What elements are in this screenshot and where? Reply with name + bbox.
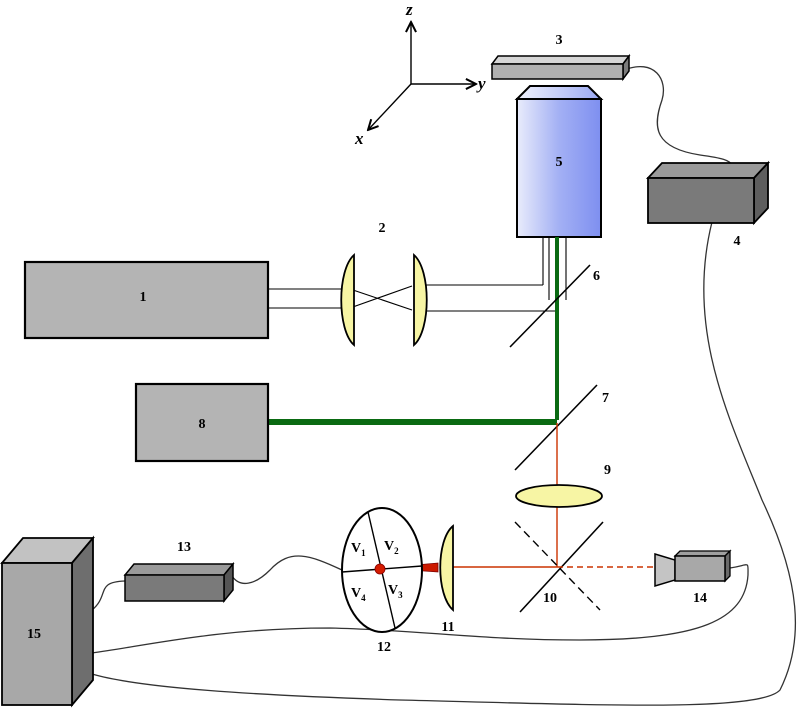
quadrant-v1: V1 bbox=[351, 541, 366, 558]
label-13: 13 bbox=[177, 540, 191, 555]
mirror-6 bbox=[509, 264, 591, 348]
dichroic-mirrors: 6 7 bbox=[509, 264, 609, 471]
lens-9: 9 bbox=[515, 463, 611, 508]
component-1-box: 1 bbox=[23, 260, 270, 340]
green-beam bbox=[268, 237, 559, 425]
cables bbox=[91, 65, 797, 706]
component-8-box: 8 bbox=[134, 382, 270, 463]
label-8: 8 bbox=[199, 417, 206, 432]
quadrant-v3: V3 bbox=[388, 583, 403, 600]
cable-14-15 bbox=[91, 564, 749, 654]
label-2: 2 bbox=[379, 221, 386, 236]
mirror-7 bbox=[514, 384, 598, 471]
label-14: 14 bbox=[693, 591, 707, 606]
objective-beams bbox=[542, 237, 567, 300]
coordinate-axes: z y x bbox=[354, 0, 486, 148]
laser-spot bbox=[374, 563, 386, 575]
component-5-objective: 5 bbox=[514, 85, 604, 238]
component-14-camera: 14 bbox=[654, 549, 732, 606]
y-axis-label: y bbox=[476, 74, 486, 93]
label-10: 10 bbox=[543, 591, 557, 606]
component-4-box: 4 bbox=[645, 160, 771, 249]
label-7: 7 bbox=[602, 391, 609, 406]
component-3-stage: 3 bbox=[490, 33, 631, 82]
label-6: 6 bbox=[593, 269, 600, 284]
z-axis-label: z bbox=[405, 0, 413, 19]
lens-11: 11 bbox=[439, 524, 455, 635]
component-13-box: 13 bbox=[123, 540, 235, 604]
quadrant-detector-12: V1 V2 V3 V4 12 bbox=[341, 507, 423, 655]
x-axis-label: x bbox=[354, 129, 364, 148]
cable-13-15 bbox=[91, 580, 126, 611]
laser-beam-path bbox=[268, 284, 557, 312]
label-5: 5 bbox=[556, 155, 563, 170]
label-15: 15 bbox=[27, 627, 41, 642]
label-1: 1 bbox=[140, 290, 147, 305]
label-9: 9 bbox=[604, 463, 611, 478]
cable-3-4 bbox=[623, 65, 734, 167]
quadrant-v4: V4 bbox=[351, 586, 366, 603]
label-11: 11 bbox=[441, 620, 454, 635]
label-4: 4 bbox=[734, 234, 741, 249]
lens-pair-2: 2 bbox=[340, 221, 428, 347]
label-3: 3 bbox=[556, 33, 563, 48]
cable-4-15 bbox=[91, 221, 797, 706]
label-12: 12 bbox=[377, 640, 391, 655]
cable-12-13 bbox=[231, 555, 343, 584]
quadrant-v2: V2 bbox=[384, 539, 399, 556]
component-15-box: 15 bbox=[0, 535, 95, 708]
